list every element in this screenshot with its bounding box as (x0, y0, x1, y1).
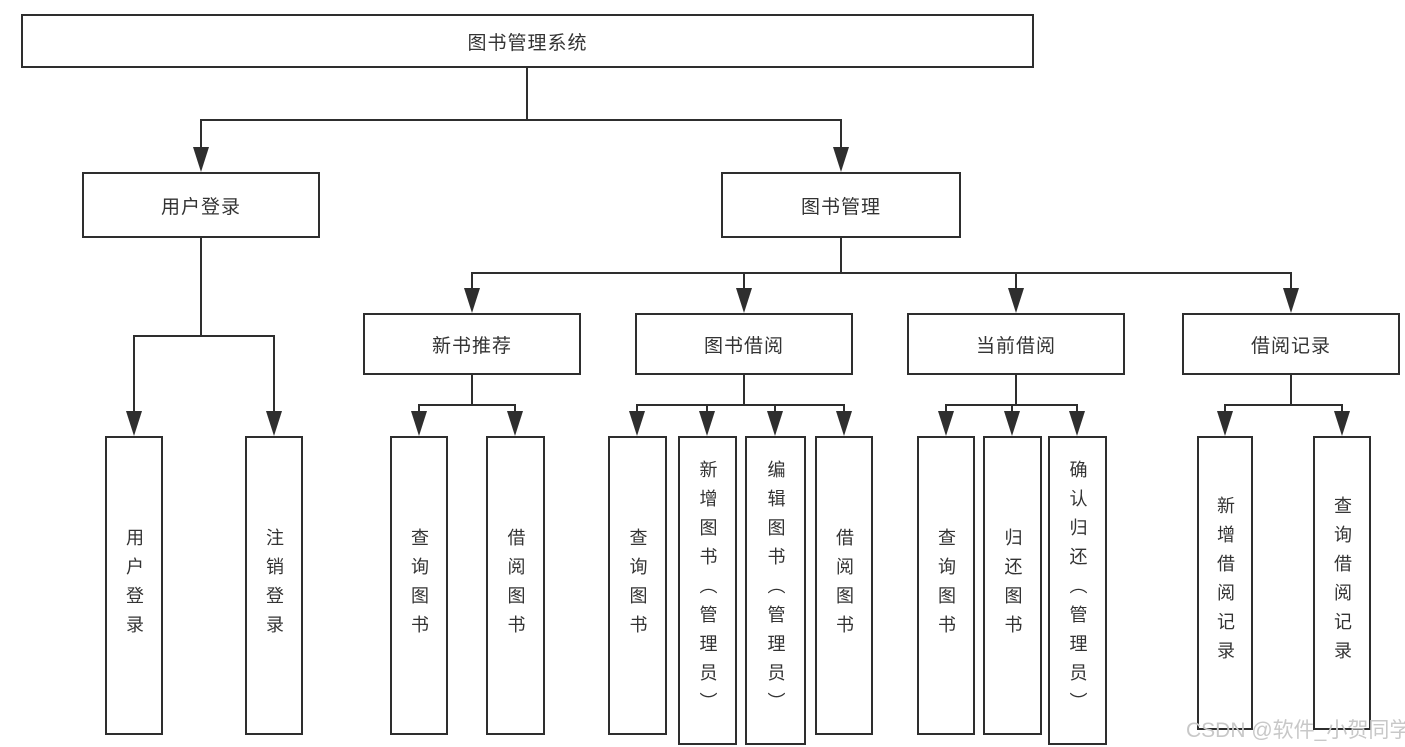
node-label: 新增借阅记录 (1215, 496, 1235, 670)
node-label: 注销登录 (264, 527, 284, 644)
node-borrow-books-recommend: 借阅图书 (486, 436, 545, 735)
connector-line (743, 272, 745, 290)
arrow-down-icon (1334, 411, 1350, 436)
node-label: 图书借阅 (703, 335, 784, 357)
arrow-down-icon (1008, 288, 1024, 313)
connector-line (636, 404, 845, 406)
arrow-down-icon (833, 147, 849, 172)
node-query-books-recommend: 查询图书 (390, 436, 448, 735)
csdn-watermark: CSDN @软件_小贺同学 (1186, 719, 1405, 742)
connector-line (743, 375, 745, 406)
arrow-down-icon (266, 411, 282, 436)
node-label: 用户登录 (160, 196, 241, 218)
connector-line (418, 404, 420, 414)
connector-line (1341, 404, 1343, 414)
node-label: 图书管理 (800, 196, 881, 218)
node-logout: 注销登录 (245, 436, 303, 735)
node-add-borrow-record: 新增借阅记录 (1197, 436, 1253, 730)
connector-line (1290, 272, 1292, 290)
connector-line (1224, 404, 1226, 414)
arrow-down-icon (411, 411, 427, 436)
node-borrowing-records: 借阅记录 (1182, 313, 1400, 375)
node-label: 归还图书 (1002, 527, 1023, 644)
arrow-down-icon (938, 411, 954, 436)
node-edit-book-admin: 编辑图书（管理员） (745, 436, 806, 745)
node-library-management-system: 图书管理系统 (21, 14, 1034, 68)
arrow-down-icon (1069, 411, 1085, 436)
connector-line (1290, 375, 1292, 406)
arrow-down-icon (126, 411, 142, 436)
arrow-down-icon (629, 411, 645, 436)
connector-line (1076, 404, 1078, 414)
arrow-down-icon (1283, 288, 1299, 313)
arrow-down-icon (836, 411, 852, 436)
node-label: 查询图书 (409, 527, 429, 644)
node-return-books: 归还图书 (983, 436, 1042, 735)
node-new-book-recommend: 新书推荐 (363, 313, 581, 375)
node-label: 查询借阅记录 (1332, 496, 1352, 670)
node-label: 编辑图书（管理员） (765, 460, 786, 721)
node-label: 借阅图书 (505, 527, 526, 644)
connector-line (273, 335, 275, 413)
node-confirm-return-admin: 确认归还（管理员） (1048, 436, 1107, 745)
connector-line (840, 238, 842, 274)
node-label: 用户登录 (124, 527, 144, 644)
connector-line (706, 404, 708, 414)
connector-line (843, 404, 845, 414)
arrow-down-icon (767, 411, 783, 436)
node-user-login-group: 用户登录 (82, 172, 320, 238)
node-query-borrow-record: 查询借阅记录 (1313, 436, 1371, 730)
connector-line (1015, 272, 1017, 290)
connector-line (774, 404, 776, 414)
connector-line (471, 272, 473, 290)
node-query-books-current: 查询图书 (917, 436, 975, 735)
node-current-borrowing: 当前借阅 (907, 313, 1125, 375)
connector-line (471, 375, 473, 406)
connector-line (200, 238, 202, 337)
connector-line (471, 272, 1292, 274)
connector-line (840, 119, 842, 151)
node-borrow-books: 借阅图书 (815, 436, 873, 735)
node-book-management-group: 图书管理 (721, 172, 961, 238)
node-label: 新增图书（管理员） (697, 460, 718, 721)
arrow-down-icon (507, 411, 523, 436)
connector-line (418, 404, 516, 406)
connector-line (636, 404, 638, 414)
arrow-down-icon (1004, 411, 1020, 436)
connector-line (514, 404, 516, 414)
connector-line (1015, 375, 1017, 406)
node-label: 图书管理系统 (467, 32, 588, 54)
connector-line (133, 335, 275, 337)
node-label: 当前借阅 (975, 335, 1056, 357)
connector-line (526, 68, 528, 121)
connector-line (200, 119, 202, 151)
arrow-down-icon (464, 288, 480, 313)
node-label: 确认归还（管理员） (1067, 460, 1088, 721)
arrow-down-icon (736, 288, 752, 313)
node-label: 查询图书 (936, 527, 956, 644)
node-user-login: 用户登录 (105, 436, 163, 735)
node-label: 新书推荐 (431, 335, 512, 357)
node-book-borrowing: 图书借阅 (635, 313, 853, 375)
arrow-down-icon (699, 411, 715, 436)
node-label: 借阅记录 (1250, 335, 1331, 357)
connector-line (1011, 404, 1013, 414)
node-query-books-borrowing: 查询图书 (608, 436, 667, 735)
arrow-down-icon (193, 147, 209, 172)
connector-line (1224, 404, 1343, 406)
connector-line (945, 404, 947, 414)
node-label: 查询图书 (627, 527, 648, 644)
connector-line (133, 335, 135, 413)
arrow-down-icon (1217, 411, 1233, 436)
node-add-book-admin: 新增图书（管理员） (678, 436, 737, 745)
connector-line (200, 119, 842, 121)
node-label: 借阅图书 (834, 527, 854, 644)
